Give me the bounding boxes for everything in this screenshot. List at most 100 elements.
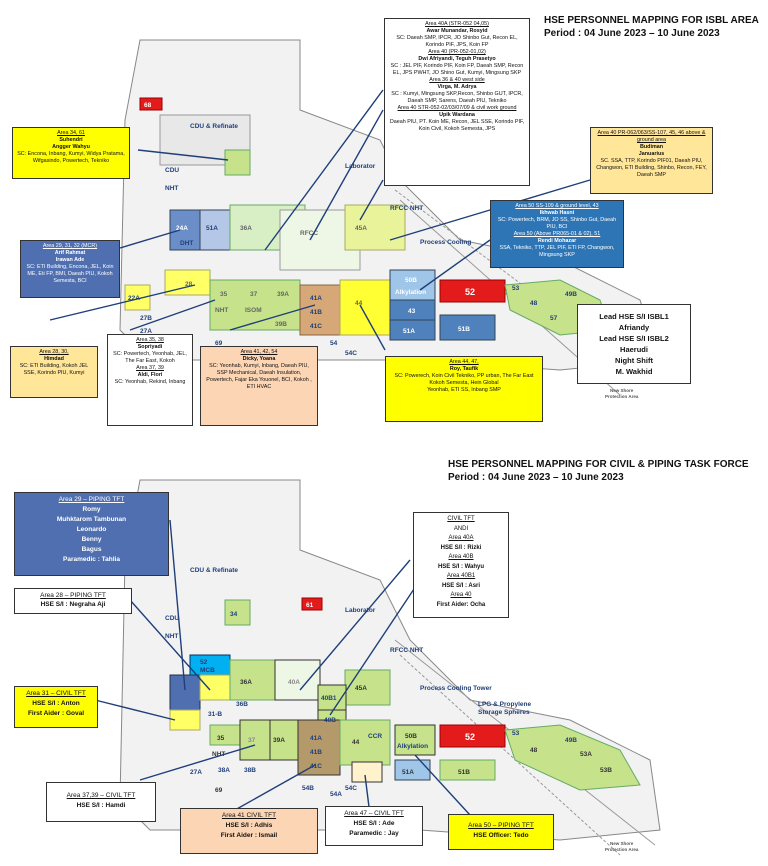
box-line: Januarius [638, 151, 665, 157]
map-label-36a-b: 36A [240, 679, 252, 686]
map-label-50b: 50B [405, 277, 417, 284]
map-label-storage-spheres: Storage Spheres [478, 709, 530, 716]
map-label-protection-area: Protection Area [605, 394, 639, 399]
box-line: Paramedic : Tahlia [63, 556, 120, 563]
box-line: SC: Powerech, Koin Civil Tekniko, PP urb… [394, 373, 534, 379]
map-label-27a-b: 27A [190, 769, 202, 776]
map-label-39a: 39A [277, 291, 289, 298]
map-label-49b-b: 49B [565, 737, 577, 744]
map-label-51a: 51A [403, 328, 415, 335]
box-line: Area 28 – PIPING TFT [40, 592, 106, 599]
map-label-22a: 22A [128, 295, 140, 302]
map-label-44-b: 44 [352, 739, 360, 746]
map-label-41a-b: 41A [310, 735, 322, 742]
map-label-51b: 51B [458, 326, 470, 333]
map-label-31b-b: 31-B [208, 711, 222, 718]
area-right-green-b [504, 724, 641, 791]
area-24a [169, 209, 201, 251]
box-line: Area 41, 42, 54 [240, 349, 278, 355]
box-line: Area 37,39 – CIVIL TFT [66, 792, 136, 799]
box-line: CIVIL TFT [447, 516, 475, 522]
map-label-51a-b: 51A [402, 769, 414, 776]
box-line: First Aider : Ismail [220, 832, 278, 839]
map-label-48: 48 [530, 300, 538, 307]
box-line: Muhktarom Tambunan [56, 516, 127, 523]
box-line: Area 40 [450, 592, 472, 598]
box-line: Bagus [81, 546, 102, 553]
box-line: Rendi Mohazar [537, 238, 577, 244]
map-label-68: 68 [144, 102, 152, 109]
box-line: HSE S/I : Ade [353, 820, 395, 827]
map-label-52-b: 52 [465, 732, 475, 742]
box-lead-hse: Lead HSE S/I ISBL1 Afriandy Lead HSE S/I… [577, 304, 691, 384]
area-68 [139, 97, 163, 111]
bottom-title: HSE PERSONNEL MAPPING FOR CIVIL & PIPING… [448, 459, 749, 470]
map-label-57: 57 [550, 315, 558, 322]
area-40a-b [274, 659, 321, 701]
box-line: Benny [81, 536, 102, 543]
box-line: SC. SSA, TTP, Korindo PIF01, Daeah PIU, … [596, 158, 707, 178]
box-line: Area 35, 38 [136, 337, 164, 343]
box-area-40-pr: Area 40 PR-062/063/SS-107, 45, 46 above … [590, 127, 713, 194]
box-line: First Aider: Ocha [436, 601, 486, 608]
map-label-69-b: 69 [215, 787, 223, 794]
box-line: SC: ETI Building, Encona, JEL, Koin ME, … [26, 264, 114, 284]
map-label-cdu: CDU [165, 167, 179, 174]
box-line: Awar Munandar, Rosyid [426, 28, 488, 34]
box-line: HSE S/I : Negraha Aji [40, 601, 106, 608]
area-36a-b [229, 659, 276, 701]
map-label-rfcc-nht-b: RFCC NHT [390, 647, 423, 654]
area-34 [224, 149, 251, 176]
area-35-b [209, 724, 241, 746]
box-line: Area 31 – CIVIL TFT [26, 690, 86, 697]
map-label-27b: 27B [140, 315, 152, 322]
area-61-b [301, 597, 323, 611]
box-line: Area 41 CIVIL TFT [221, 812, 277, 819]
map-label-process-cooling-tower: Process Cooling Tower [420, 685, 492, 692]
box-line: Area 28, 30, [39, 349, 69, 355]
box-line: Virga, M. Adrya [437, 84, 477, 90]
box-line: Himdad [44, 356, 64, 362]
box-line: Kokoh Semesta, Hein Global [429, 380, 499, 386]
box-line: Budiman [639, 144, 664, 150]
map-label-35: 35 [220, 291, 228, 298]
area-35-37 [209, 279, 301, 331]
map-label-24a: 24A [176, 225, 188, 232]
box-line: Leonardo [76, 526, 107, 533]
map-label-40b-b: 40B [324, 717, 336, 724]
map-label-41b-b: 41B [310, 749, 322, 756]
bottom-heading: HSE PERSONNEL MAPPING FOR CIVIL & PIPING… [448, 458, 749, 484]
box-line: HSE S/I : Anton [32, 700, 80, 707]
box-line: Area 50 SS-109 & ground level, 43 [515, 203, 599, 209]
map-label-40a-b: 40A [288, 679, 300, 686]
map-label-52: 52 [465, 287, 475, 297]
map-label-53-b: 53 [512, 730, 520, 737]
box-line: Area 29, 31, 32 (MCR) [42, 243, 98, 249]
box-area-40a: Area 40A (STR-052 04,05)Awar Munandar, R… [384, 18, 530, 186]
map-label-laboratory-b: Laborator [345, 607, 376, 614]
map-outline-bottom [119, 479, 661, 856]
box-line: Dicky, Yoana [242, 356, 276, 362]
box-line: Irawan Ade [55, 257, 85, 263]
map-label-protection-area-b: Protection Area [605, 847, 639, 852]
map-label-45a: 45A [355, 225, 367, 232]
map-label-54: 54 [330, 340, 338, 347]
map-label-49b: 49B [565, 291, 577, 298]
area-51b-b [439, 759, 496, 781]
box-line: Arif Rahmat [54, 250, 86, 256]
map-label-50b-b: 50B [405, 733, 417, 740]
map-label-mcb: MCB [200, 667, 215, 674]
box-line: SC: Yeonhab, Rekind, Inbang [114, 379, 186, 385]
map-label-process-cooling: Process Cooling [420, 239, 471, 246]
night-shift-name: M. Wakhid [615, 367, 653, 376]
map-label-54c: 54C [345, 350, 357, 357]
map-label-alkylation-b: Alkylation [397, 743, 428, 750]
map-label-54b-b: 54B [302, 785, 314, 792]
